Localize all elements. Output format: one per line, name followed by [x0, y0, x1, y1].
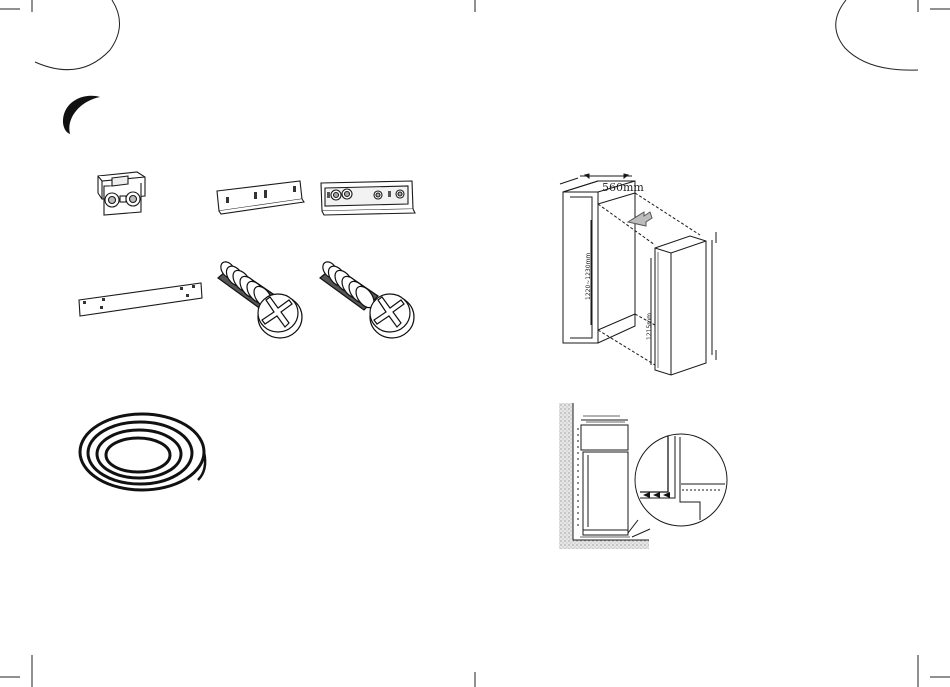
- accessory-hinge-bracket: [98, 172, 145, 215]
- accessory-slotted-strip: [321, 181, 415, 215]
- width-dimension-label: 560mm: [602, 181, 644, 194]
- section-bullet-icon: [63, 96, 100, 134]
- accessory-cover-strip: [79, 283, 202, 316]
- accessory-sealing-strip-coil: [80, 414, 205, 490]
- niche-height-label: 1220~1230mm: [585, 253, 592, 300]
- page-corner-arc-left: [35, 0, 120, 70]
- installation-diagram: [560, 174, 716, 375]
- appliance-height-label: 1215mm: [646, 313, 653, 340]
- accessory-screw-1: [218, 259, 302, 338]
- ventilation-diagram: [559, 403, 727, 549]
- accessory-screw-2: [320, 259, 414, 338]
- accessory-flat-plate: [217, 181, 304, 214]
- page-corner-arc-right: [836, 0, 918, 70]
